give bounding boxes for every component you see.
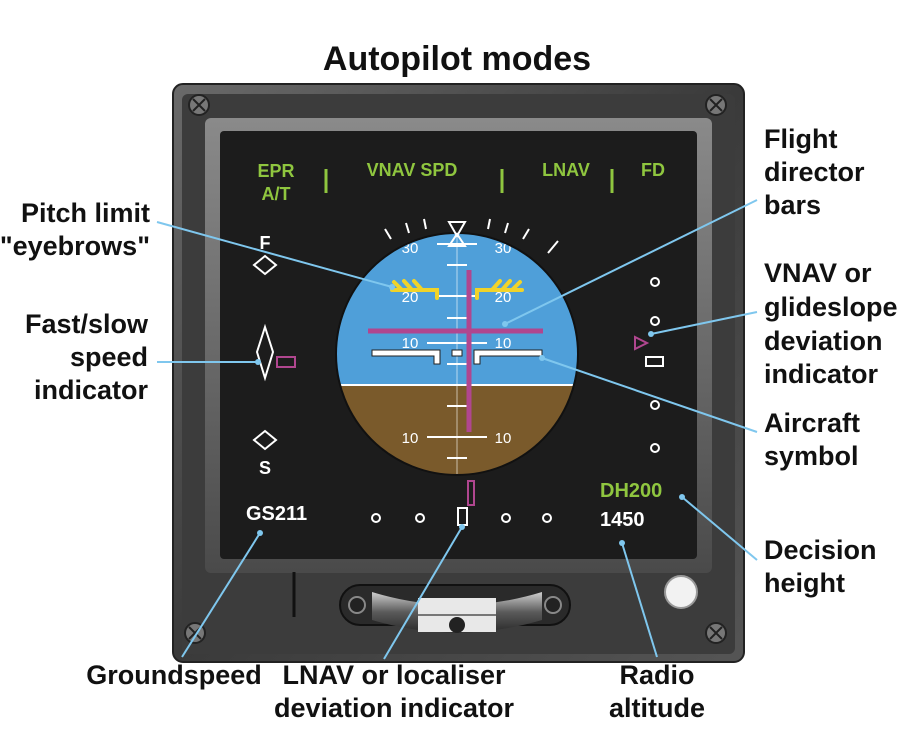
lateral-deviation-scale bbox=[371, 507, 552, 526]
callout-fast-slow: Fast/slow bbox=[25, 309, 149, 339]
diagram-title: Autopilot modes bbox=[323, 40, 591, 78]
callout-fd-bars: director bbox=[764, 157, 865, 187]
mode-fd: FD bbox=[641, 160, 665, 180]
vertical-deviation-scale bbox=[645, 277, 664, 453]
pitch-label: 10 bbox=[495, 430, 512, 447]
pitch-limit-eyebrows bbox=[390, 279, 524, 300]
callout-leader-lines bbox=[156, 199, 758, 660]
slow-diamond-icon bbox=[252, 429, 278, 451]
mode-epr: EPR bbox=[257, 161, 294, 181]
pitch-label: 20 bbox=[402, 289, 419, 306]
radio-altitude-readout: 1450 bbox=[600, 509, 645, 531]
mode-at: A/T bbox=[262, 184, 291, 204]
callout-vnav: glideslope bbox=[764, 292, 898, 322]
callout-radio-altitude: Radio bbox=[619, 660, 694, 690]
bank-scale bbox=[384, 218, 559, 254]
light-sensor-icon bbox=[664, 575, 698, 609]
callout-decision-height: height bbox=[764, 568, 845, 598]
speed-pointer bbox=[276, 356, 296, 368]
mode-vnav-spd: VNAV SPD bbox=[367, 160, 458, 180]
mode-lnav: LNAV bbox=[542, 160, 590, 180]
speed-diamond-icon bbox=[255, 323, 275, 382]
flight-director-bars bbox=[368, 270, 543, 432]
callout-vnav: indicator bbox=[764, 359, 879, 389]
speed-fast-label: F bbox=[260, 233, 271, 253]
speed-slow-label: S bbox=[259, 458, 271, 478]
fast-diamond-icon bbox=[252, 254, 278, 276]
groundspeed-readout: GS211 bbox=[246, 503, 307, 525]
callout-fast-slow: speed bbox=[70, 342, 148, 372]
callout-vnav: deviation bbox=[764, 326, 883, 356]
callout-lnav: LNAV or localiser bbox=[282, 660, 506, 690]
screw-icon bbox=[705, 622, 727, 644]
decision-height-readout: DH200 bbox=[600, 480, 662, 502]
pitch-label: 10 bbox=[402, 430, 419, 447]
pitch-label: 10 bbox=[402, 335, 419, 352]
brightness-knob[interactable] bbox=[339, 584, 571, 633]
callout-groundspeed: Groundspeed bbox=[86, 660, 262, 690]
bank-pointer-icon bbox=[447, 221, 467, 247]
glideslope-pointer-icon bbox=[634, 335, 650, 351]
callout-pitch-limit: Pitch limit bbox=[21, 198, 150, 228]
callout-decision-height: Decision bbox=[764, 535, 877, 565]
callout-aircraft-symbol: Aircraft bbox=[764, 408, 860, 438]
callout-fd-bars: Flight bbox=[764, 124, 837, 154]
pitch-label: 20 bbox=[495, 289, 512, 306]
pitch-label: 10 bbox=[495, 335, 512, 352]
callout-pitch-limit: "eyebrows" bbox=[0, 231, 150, 261]
callout-aircraft-symbol: symbol bbox=[764, 441, 859, 471]
callout-lnav: deviation indicator bbox=[274, 693, 515, 723]
callout-vnav: VNAV or bbox=[764, 258, 872, 288]
callout-fd-bars: bars bbox=[764, 190, 821, 220]
screw-icon bbox=[188, 94, 210, 116]
aircraft-symbol bbox=[371, 349, 543, 365]
localiser-pointer bbox=[467, 480, 475, 506]
callout-fast-slow: indicator bbox=[34, 375, 149, 405]
callout-radio-altitude: altitude bbox=[609, 693, 705, 723]
screw-icon bbox=[705, 94, 727, 116]
